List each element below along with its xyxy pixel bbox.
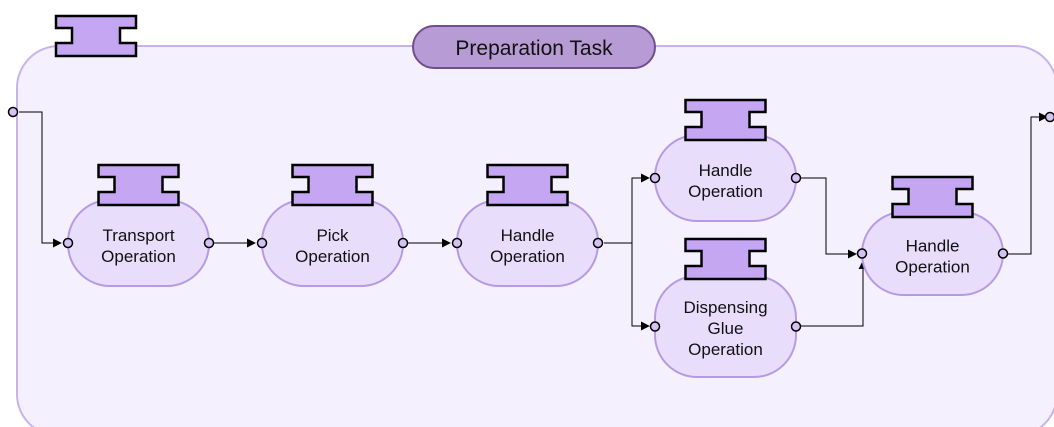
in-port[interactable] (649, 172, 661, 184)
out-port[interactable] (203, 237, 215, 249)
end-port[interactable] (1044, 111, 1054, 123)
out-port[interactable] (790, 321, 802, 332)
connector-dispensing-handle3 (801, 260, 868, 327)
operation-label-line: Dispensing (683, 298, 767, 317)
operation-tag-icon (684, 237, 767, 281)
operation-label-line: Operation (295, 247, 370, 266)
operation-tag-icon (684, 98, 767, 142)
operation-label-line: Operation (688, 340, 763, 359)
out-port[interactable] (592, 237, 604, 249)
in-port[interactable] (856, 248, 868, 259)
task-tag-icon (54, 14, 138, 58)
in-port[interactable] (62, 237, 74, 249)
operation-label-line: Operation (101, 247, 176, 266)
in-port[interactable] (649, 321, 661, 332)
operation-label-line: Operation (688, 182, 763, 201)
connector-handle-branch-bottom (631, 243, 650, 331)
operation-label-line: Transport (102, 226, 174, 245)
operation-label-line: Glue (708, 319, 744, 338)
connector-handle2-handle3 (801, 177, 857, 259)
operation-tag-icon (486, 163, 569, 207)
operation-label-line: Operation (895, 258, 970, 277)
in-port[interactable] (256, 237, 268, 249)
operation-tag-icon (291, 163, 374, 207)
connector-handle-branch-top (604, 173, 650, 244)
connectors (19, 111, 1048, 331)
operation-tag-icon (891, 175, 974, 219)
operation-label-line: Pick (316, 226, 349, 245)
in-port[interactable] (451, 237, 463, 249)
connector-start-transport (19, 111, 62, 248)
operation-label-line: Handle (699, 161, 753, 180)
out-port[interactable] (397, 237, 409, 249)
operation-label-line: Operation (490, 247, 565, 266)
task-title: Preparation Task (455, 37, 613, 60)
connector-handle3-end (1008, 112, 1048, 255)
out-port[interactable] (997, 248, 1009, 259)
out-port[interactable] (790, 172, 802, 184)
start-port[interactable] (7, 106, 19, 118)
operation-tag-icon (97, 163, 180, 207)
task-title-pill: Preparation Task (412, 25, 656, 69)
operation-label-line: Handle (501, 226, 555, 245)
operation-label-line: Handle (906, 237, 960, 256)
